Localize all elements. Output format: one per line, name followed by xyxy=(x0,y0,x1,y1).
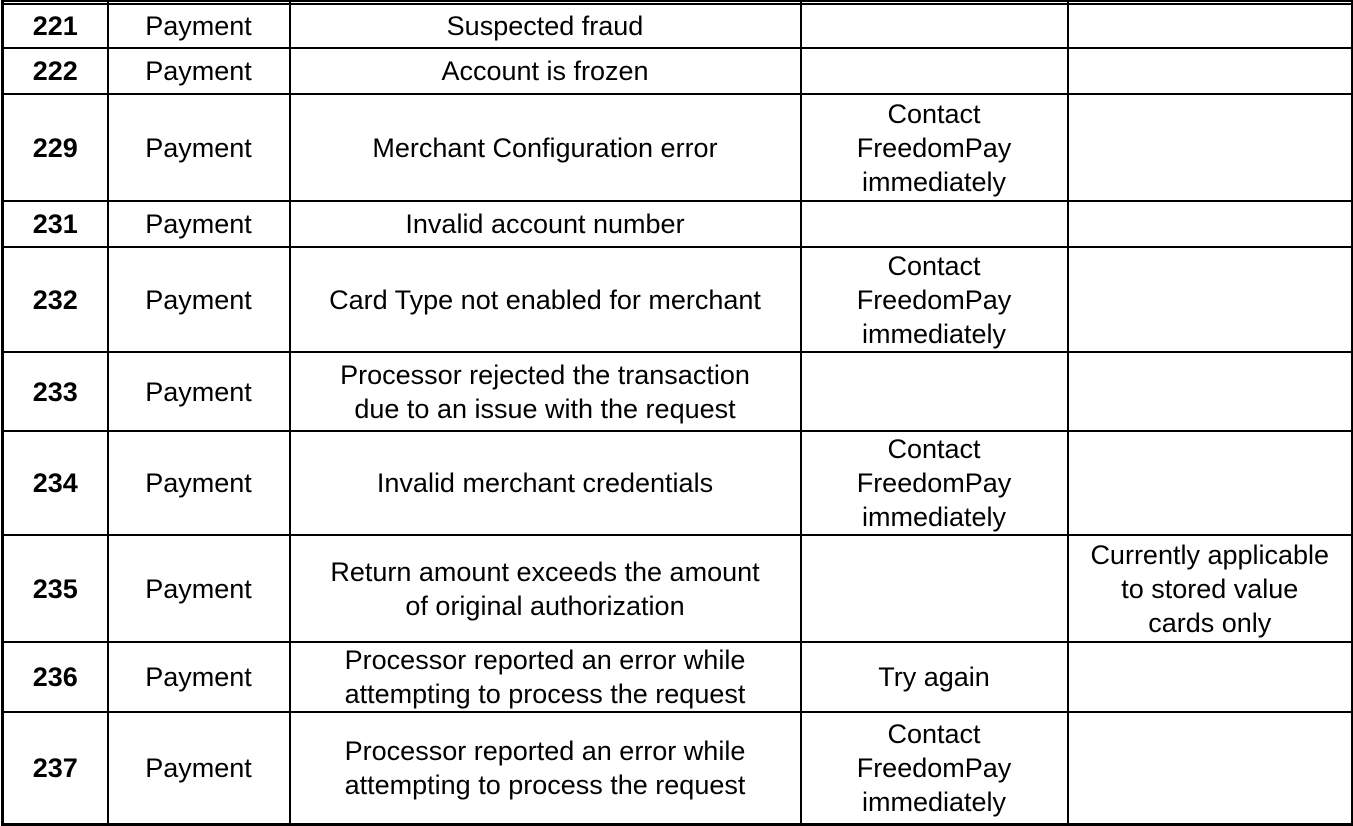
action-cell xyxy=(799,3,1069,49)
table-row: 236 Payment Processor reported an error … xyxy=(1,641,1353,713)
notes-cell xyxy=(1066,93,1353,202)
notes-cell xyxy=(1066,641,1353,713)
description-cell: Suspected fraud xyxy=(288,3,802,49)
action-cell: Contact FreedomPay immediately xyxy=(799,711,1069,825)
table-row: 229 Payment Merchant Configuration error… xyxy=(1,93,1353,202)
category-cell: Payment xyxy=(106,430,291,536)
code-cell: 237 xyxy=(1,711,109,825)
notes-cell xyxy=(1066,200,1353,248)
action-cell: Contact FreedomPay immediately xyxy=(799,430,1069,536)
action-cell xyxy=(799,351,1069,432)
code-cell: 231 xyxy=(1,200,109,248)
description-cell: Invalid merchant credentials xyxy=(288,430,802,536)
table-row: 237 Payment Processor reported an error … xyxy=(1,711,1353,825)
code-cell: 236 xyxy=(1,641,109,713)
table-row: 231 Payment Invalid account number xyxy=(1,200,1353,248)
table-row: 222 Payment Account is frozen xyxy=(1,47,1353,95)
category-cell: Payment xyxy=(106,47,291,95)
code-cell: 234 xyxy=(1,430,109,536)
description-cell: Return amount exceeds the amount of orig… xyxy=(288,534,802,643)
notes-cell xyxy=(1066,3,1353,49)
description-cell: Invalid account number xyxy=(288,200,802,248)
code-cell xyxy=(1,0,109,5)
code-cell: 232 xyxy=(1,246,109,353)
code-cell: 235 xyxy=(1,534,109,643)
action-cell: Contact FreedomPay immediately xyxy=(799,93,1069,202)
action-cell: Try again xyxy=(799,641,1069,713)
notes-cell: Currently applicable to stored value car… xyxy=(1066,534,1353,643)
category-cell: Payment xyxy=(106,351,291,432)
action-cell xyxy=(799,0,1069,5)
description-cell xyxy=(288,0,802,5)
description-cell: Processor reported an error while attemp… xyxy=(288,711,802,825)
category-cell: Payment xyxy=(106,246,291,353)
notes-cell xyxy=(1066,430,1353,536)
category-cell: Payment xyxy=(106,93,291,202)
category-cell xyxy=(106,0,291,5)
table-row: 235 Payment Return amount exceeds the am… xyxy=(1,534,1353,643)
category-cell: Payment xyxy=(106,3,291,49)
code-cell: 233 xyxy=(1,351,109,432)
code-cell: 221 xyxy=(1,3,109,49)
description-cell: Merchant Configuration error xyxy=(288,93,802,202)
table-row: 232 Payment Card Type not enabled for me… xyxy=(1,246,1353,353)
table-row: 221 Payment Suspected fraud xyxy=(1,3,1353,49)
category-cell: Payment xyxy=(106,641,291,713)
action-cell xyxy=(799,47,1069,95)
action-cell: Contact FreedomPay immediately xyxy=(799,246,1069,353)
description-cell: Processor rejected the transaction due t… xyxy=(288,351,802,432)
category-cell: Payment xyxy=(106,711,291,825)
action-cell xyxy=(799,200,1069,248)
code-cell: 222 xyxy=(1,47,109,95)
description-cell: Account is frozen xyxy=(288,47,802,95)
action-cell xyxy=(799,534,1069,643)
code-cell: 229 xyxy=(1,93,109,202)
category-cell: Payment xyxy=(106,534,291,643)
table-row: 233 Payment Processor rejected the trans… xyxy=(1,351,1353,432)
category-cell: Payment xyxy=(106,200,291,248)
description-cell: Processor reported an error while attemp… xyxy=(288,641,802,713)
description-cell: Card Type not enabled for merchant xyxy=(288,246,802,353)
notes-cell xyxy=(1066,47,1353,95)
cropped-previous-row xyxy=(1,0,1353,5)
notes-cell xyxy=(1066,0,1353,5)
notes-cell xyxy=(1066,711,1353,825)
notes-cell xyxy=(1066,246,1353,353)
table-row: 234 Payment Invalid merchant credentials… xyxy=(1,430,1353,536)
notes-cell xyxy=(1066,351,1353,432)
